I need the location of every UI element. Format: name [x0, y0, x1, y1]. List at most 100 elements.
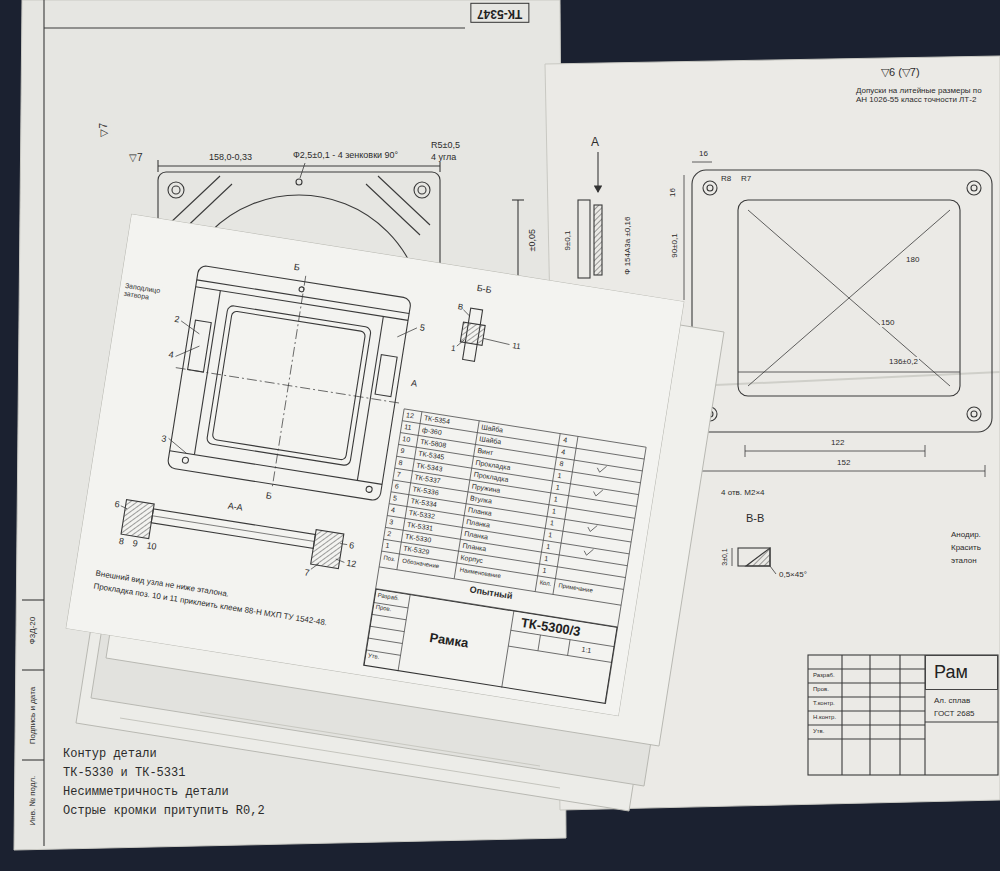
dimension-text: R7	[740, 174, 752, 183]
margin-text: Инв. № подл.	[28, 774, 37, 826]
table-cell: 5	[391, 494, 398, 503]
dimension-text: 0,5×45°	[778, 570, 808, 579]
frame-assembly-view-part	[196, 287, 408, 321]
right-sheet-drawing-part	[925, 445, 926, 457]
frame-assembly-view-part	[167, 438, 189, 453]
section-a-a-part	[310, 562, 319, 571]
table-cell: 1	[541, 566, 548, 575]
section-a-a	[115, 499, 349, 575]
right-sheet-drawing-part	[738, 372, 960, 373]
note-text: Ал. сплав	[933, 696, 971, 705]
right-sheet-drawing-part	[841, 655, 842, 775]
left-sheet-drawing-part	[44, 27, 465, 28]
drawing-number: ТК-5300/3	[520, 616, 582, 640]
title-text: ТК-5347	[477, 6, 522, 20]
table-cell: 1	[548, 519, 555, 528]
section-a-a-part	[335, 559, 344, 562]
right-sheet-drawing-part	[808, 682, 925, 683]
frame-assembly-view-part	[167, 265, 411, 501]
parts-table-grid-part	[587, 524, 597, 532]
right-sheet-drawing-part	[967, 407, 981, 421]
callout-number: Б	[264, 490, 273, 501]
title-text: Рам	[934, 662, 989, 683]
left-sheet-drawing-part	[378, 176, 430, 225]
right-sheet-drawing-part	[808, 738, 925, 739]
right-sheet-drawing-part	[985, 465, 986, 477]
frame-assembly-view-part	[176, 343, 200, 360]
right-sheet-drawing-part	[594, 205, 602, 275]
dimension-text: 16	[667, 187, 676, 198]
parts-table-grid-part	[372, 614, 407, 619]
title-block-cell: Рам	[925, 655, 998, 690]
frame-assembly-view-part	[176, 368, 401, 404]
title-block-cell: Пров.	[812, 686, 830, 693]
right-sheet-drawing-part	[745, 445, 746, 457]
table-cell: 3	[388, 518, 395, 527]
dimension-text: 180	[905, 255, 920, 264]
table-cell: 4	[390, 506, 397, 515]
right-sheet-drawing-part	[746, 548, 770, 566]
callout-number: Б	[292, 262, 301, 273]
table-cell: 8	[397, 459, 404, 468]
section-a-a-part	[151, 509, 315, 548]
right-sheet-drawing-part	[808, 710, 925, 711]
left-sheet-drawing-part	[158, 165, 440, 166]
left-sheet-drawing-part	[22, 599, 44, 600]
note-text: эталон	[950, 556, 978, 565]
left-sheet-drawing-part	[22, 669, 44, 670]
left-sheet-drawing-part	[172, 186, 180, 194]
title-block-cell: Т.контр.	[812, 700, 836, 707]
frame-assembly-view-part	[180, 321, 201, 334]
section-b-b	[455, 307, 514, 366]
frame-assembly-view-part	[366, 486, 373, 493]
left-sheet-drawing-part	[22, 759, 44, 760]
left-sheet-drawing-part	[418, 186, 426, 194]
right-sheet-drawing-part	[738, 200, 960, 396]
section-a-a-part	[340, 544, 347, 545]
right-sheet-drawing-part	[578, 200, 590, 278]
dimension-text: Ф2,5±0,1 - 4 зенковки 90°	[292, 150, 399, 160]
frame-assembly-view-part	[397, 325, 417, 340]
roughness-sign: ▽7	[98, 122, 110, 138]
callout-number: 12	[345, 558, 358, 570]
right-sheet-drawing-part	[808, 724, 925, 725]
section-title: В-В	[745, 512, 765, 525]
right-sheet-drawing-part	[745, 451, 925, 452]
table-cell: 1	[384, 542, 391, 551]
callout-number: 10	[145, 540, 158, 552]
title-block-cell: 1:1	[580, 645, 593, 655]
right-sheet-drawing-part	[748, 210, 950, 386]
right-sheet-drawing-part	[684, 175, 685, 300]
roughness-sign: ▽6 (▽7)	[880, 66, 921, 79]
left-sheet-drawing-part	[517, 200, 518, 285]
callout-number: 11	[511, 341, 523, 352]
parts-table-grid-part	[568, 640, 571, 656]
parts-table-grid-part	[370, 626, 405, 631]
parts-table-grid-part	[593, 489, 603, 497]
dimension-text: 152	[836, 458, 851, 467]
note-text: Красить	[950, 543, 982, 552]
note-text: ТК-5330 и ТК-5331	[62, 767, 186, 781]
frame-assembly-view-part	[272, 276, 306, 489]
dimension-text: R8	[720, 174, 732, 183]
right-sheet-drawing-part	[692, 170, 992, 432]
sheet-stack-part	[200, 712, 540, 766]
note-text: Острые кромки притупить R0,2	[62, 805, 266, 819]
parts-table-grid-part	[363, 409, 404, 666]
right-sheet-drawing-part	[808, 696, 925, 697]
right-sheet-drawing-part	[690, 471, 985, 472]
left-sheet-drawing-part	[168, 182, 184, 198]
section-b-b-part	[483, 338, 510, 344]
margin-text: Подпись и дата	[28, 685, 37, 745]
right-sheet-drawing-part	[899, 655, 900, 775]
dimension-text: Ф 154А3а ±0,16	[623, 215, 632, 275]
callout-number: А	[410, 378, 420, 389]
right-sheet-drawing-part	[971, 185, 977, 191]
right-sheet-drawing-part	[971, 411, 977, 417]
table-cell: 8	[558, 460, 565, 469]
right-sheet-drawing-part	[808, 655, 998, 775]
table-cell: 1	[556, 472, 563, 481]
frame-assembly-view-part	[182, 457, 189, 464]
drawing-stamp: ТК-5347	[470, 3, 529, 23]
